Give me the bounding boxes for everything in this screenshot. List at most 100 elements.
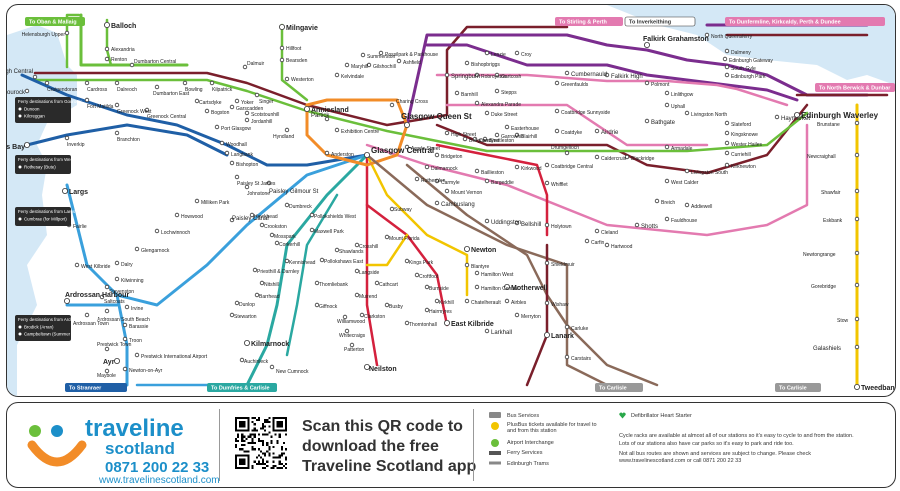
station-marker-giffnock[interactable] — [314, 302, 320, 308]
destination-box-carlisle-7[interactable] — [595, 383, 643, 392]
station-marker-yoker[interactable] — [234, 98, 240, 104]
station-marker-blairhill[interactable] — [514, 132, 520, 138]
station-marker-hamilton_west[interactable] — [474, 270, 480, 276]
station-marker-anniesland[interactable] — [303, 106, 310, 113]
station-marker-newton_on_ayr[interactable] — [122, 366, 128, 372]
station-marker-airdrie[interactable] — [594, 128, 600, 134]
brand-phone[interactable]: 0871 200 22 33 — [105, 459, 210, 476]
station-marker-hillfoot[interactable] — [279, 45, 285, 51]
station-marker-chatelherault[interactable] — [464, 298, 470, 304]
station-marker-prestwick_airport[interactable] — [134, 352, 140, 358]
station-marker-west_calder[interactable] — [664, 178, 670, 184]
station-marker-merryton[interactable] — [514, 312, 520, 318]
station-marker-carstairs[interactable] — [564, 354, 570, 360]
station-marker-bellgrove[interactable] — [462, 136, 468, 142]
station-marker-possilpark[interactable] — [378, 50, 384, 56]
station-marker-carluke[interactable] — [564, 324, 570, 330]
station-marker-troon[interactable] — [122, 336, 128, 342]
station-marker-mount_vernon[interactable] — [444, 188, 450, 194]
station-marker-curriehill[interactable] — [724, 150, 730, 156]
station-marker-kennishead[interactable] — [284, 258, 290, 264]
station-marker-summerston[interactable] — [360, 52, 366, 58]
station-marker-west_kilbride[interactable] — [74, 262, 80, 268]
station-marker-shettleston[interactable] — [482, 136, 488, 142]
station-marker-paisley_canal[interactable] — [229, 217, 235, 223]
station-marker-stepps[interactable] — [494, 88, 500, 94]
station-marker-livingston_south[interactable] — [684, 168, 690, 174]
station-marker-edinburgh_waverley[interactable] — [794, 112, 801, 119]
station-marker-bathgate[interactable] — [644, 118, 650, 124]
station-marker-lochwinnoch[interactable] — [154, 228, 160, 234]
station-marker-bellshill[interactable] — [514, 220, 520, 226]
station-marker-kilpatrick[interactable] — [209, 80, 215, 86]
station-marker-shotts[interactable] — [634, 222, 640, 228]
station-marker-argyle_street[interactable] — [404, 144, 410, 150]
station-marker-blackridge[interactable] — [624, 154, 630, 160]
station-marker-polmont[interactable] — [644, 80, 650, 86]
station-marker-whifflet[interactable] — [544, 180, 550, 186]
station-marker-nitshill[interactable] — [259, 280, 265, 286]
station-marker-linlithgow[interactable] — [664, 90, 670, 96]
station-marker-cathcart[interactable] — [374, 280, 380, 286]
station-marker-langside[interactable] — [354, 268, 360, 274]
destination-box-oban-0[interactable] — [25, 17, 85, 26]
station-marker-airbles[interactable] — [504, 298, 510, 304]
station-marker-pollokshaws_east[interactable] — [319, 257, 325, 263]
station-marker-bishopton[interactable] — [229, 160, 235, 166]
station-marker-kilwinning[interactable] — [114, 276, 120, 282]
station-marker-uddingston[interactable] — [484, 218, 490, 224]
station-marker-kirkhill[interactable] — [434, 298, 440, 304]
station-marker-carmyle[interactable] — [434, 178, 440, 184]
station-marker-robroyston[interactable] — [474, 72, 480, 78]
station-marker-ardrossan_south_beach[interactable] — [104, 308, 110, 314]
station-marker-maryhill[interactable] — [344, 62, 350, 68]
station-marker-hamilton_central[interactable] — [474, 284, 480, 290]
station-marker-corkerhill[interactable] — [274, 240, 280, 246]
station-marker-westerton[interactable] — [284, 76, 290, 82]
station-marker-greenock_central[interactable] — [144, 107, 150, 113]
station-marker-charing_cross[interactable] — [389, 102, 395, 108]
station-marker-cardross[interactable] — [84, 80, 90, 86]
station-marker-maxwell_park[interactable] — [309, 227, 315, 233]
station-marker-muirend[interactable] — [354, 292, 360, 298]
station-marker-coatdyke[interactable] — [554, 128, 560, 134]
station-marker-barnhill[interactable] — [454, 90, 460, 96]
station-marker-newtongrange[interactable] — [854, 250, 860, 256]
station-marker-edinburgh_gateway[interactable] — [722, 56, 728, 62]
station-marker-breich[interactable] — [654, 198, 660, 204]
station-marker-gorebridge[interactable] — [854, 282, 860, 288]
station-marker-east_kilbride[interactable] — [443, 319, 450, 326]
station-marker-cleland[interactable] — [594, 228, 600, 234]
station-marker-auchinleck[interactable] — [239, 357, 245, 363]
station-marker-cambuslang[interactable] — [434, 200, 440, 206]
station-marker-carfin[interactable] — [584, 238, 590, 244]
station-marker-newcraighall[interactable] — [854, 152, 860, 158]
station-marker-galashiels[interactable] — [854, 344, 860, 350]
destination-box-north_berwick-4[interactable] — [815, 83, 895, 92]
station-marker-glengarnock[interactable] — [134, 246, 140, 252]
station-marker-barrhead[interactable] — [254, 292, 260, 298]
station-marker-falkirk_grahamston[interactable] — [644, 42, 651, 49]
station-marker-garscadden[interactable] — [229, 104, 235, 110]
station-marker-dumbarton_east[interactable] — [154, 84, 160, 90]
station-marker-dalry[interactable] — [114, 260, 120, 266]
station-marker-easterhouse[interactable] — [504, 124, 510, 130]
station-marker-whitecraigs[interactable] — [344, 328, 350, 334]
station-marker-milngavie[interactable] — [278, 23, 285, 30]
station-marker-paisley_gilmour[interactable] — [266, 180, 272, 186]
station-marker-mosspark[interactable] — [269, 232, 275, 238]
station-marker-dumbarton_central[interactable] — [129, 62, 135, 68]
station-marker-cartsdyke[interactable] — [194, 98, 200, 104]
station-marker-maybole[interactable] — [104, 368, 110, 374]
station-marker-wishaw[interactable] — [544, 300, 550, 306]
station-marker-holytown[interactable] — [544, 222, 550, 228]
station-marker-kelvindale[interactable] — [334, 72, 340, 78]
station-marker-high_street[interactable] — [444, 130, 450, 136]
station-marker-ashfield[interactable] — [396, 58, 402, 64]
station-marker-exhibition_centre[interactable] — [334, 127, 340, 133]
station-marker-newton[interactable] — [463, 245, 470, 252]
station-marker-blantyre[interactable] — [464, 262, 470, 268]
destination-box-dunfermline-3[interactable] — [725, 17, 885, 26]
station-marker-croy[interactable] — [514, 50, 520, 56]
station-marker-fauldhouse[interactable] — [664, 216, 670, 222]
